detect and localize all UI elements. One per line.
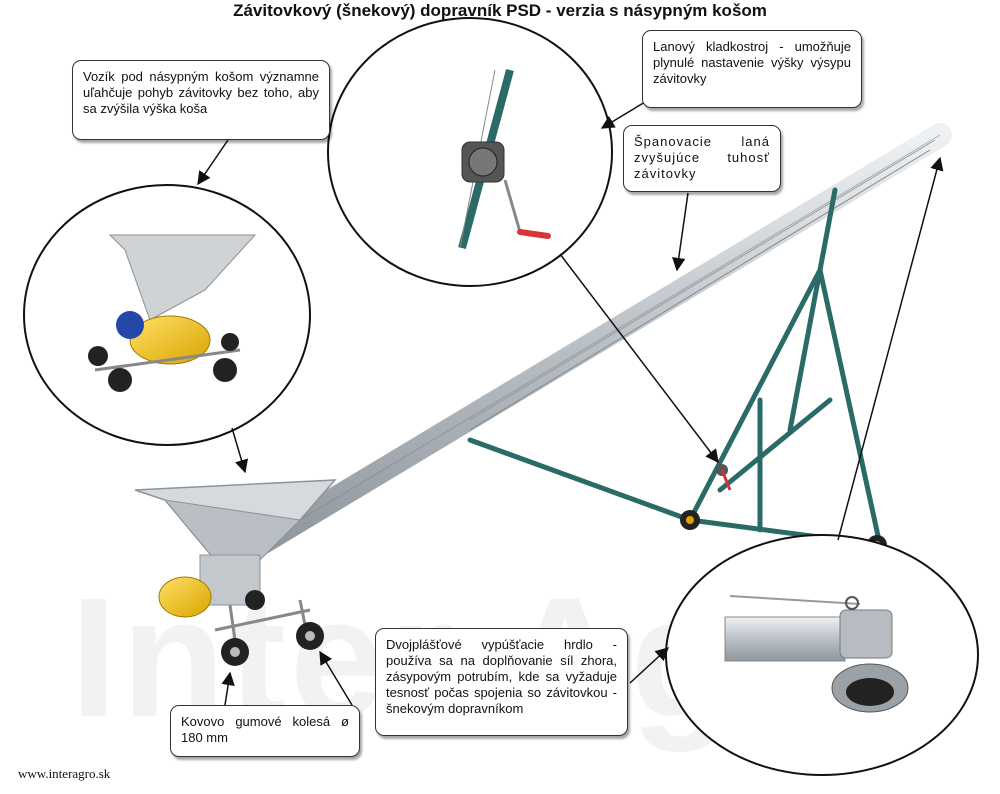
callout-outlet-text: Dvojplášťové vypúšťacie hrdlo - používa … bbox=[386, 637, 617, 716]
winch-small bbox=[716, 464, 732, 491]
pointer-arrows bbox=[197, 101, 944, 706]
hopper-cart bbox=[214, 599, 311, 641]
callout-winch-text: Lanový kladkostroj - umožňuje plynulé na… bbox=[653, 39, 851, 86]
inset-outlet bbox=[665, 534, 979, 776]
callout-wheels: Kovovo gumové kolesá ø 180 mm bbox=[170, 705, 360, 757]
callout-outlet: Dvojplášťové vypúšťacie hrdlo - používa … bbox=[375, 628, 628, 736]
inset-cart bbox=[23, 184, 311, 446]
hopper bbox=[134, 479, 337, 618]
support-frame bbox=[467, 187, 883, 548]
diagram-title: Závitovkový (šnekový) dopravník PSD - ve… bbox=[233, 1, 767, 20]
callout-cables: Španovacie laná zvyšujúce tuhosť závitov… bbox=[623, 125, 781, 192]
callout-cables-text: Španovacie laná zvyšujúce tuhosť závitov… bbox=[634, 134, 770, 181]
callout-wheels-text: Kovovo gumové kolesá ø 180 mm bbox=[181, 714, 349, 745]
callout-winch: Lanový kladkostroj - umožňuje plynulé na… bbox=[642, 30, 862, 108]
conveyor-tube bbox=[238, 123, 952, 562]
callout-cart-text: Vozík pod násypným košom významne uľahču… bbox=[83, 69, 319, 116]
footer-url: www.interagro.sk bbox=[18, 766, 111, 781]
callout-cart: Vozík pod násypným košom významne uľahču… bbox=[72, 60, 330, 140]
inset-winch bbox=[327, 17, 613, 287]
cart-wheels bbox=[221, 590, 324, 666]
